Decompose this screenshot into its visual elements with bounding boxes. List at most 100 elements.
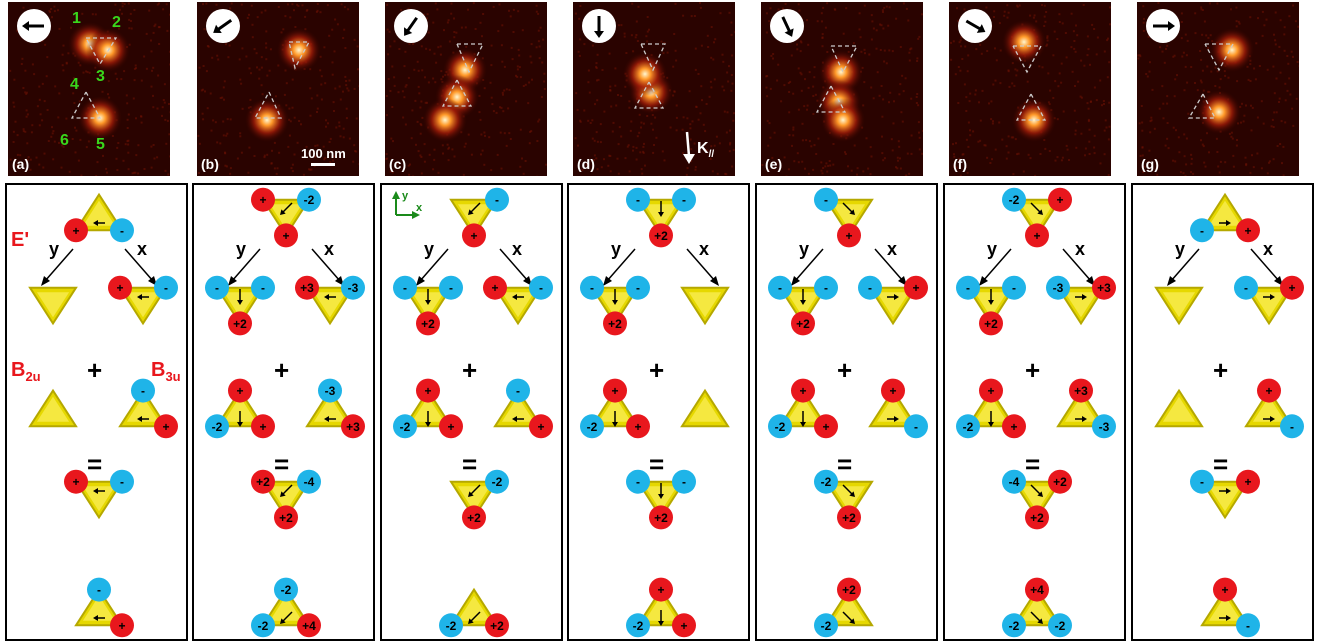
noise-speckle [85, 70, 88, 73]
noise-speckle [813, 66, 816, 69]
noise-speckle [347, 8, 350, 11]
noise-speckle [697, 118, 700, 121]
noise-speckle [628, 106, 631, 109]
noise-speckle [902, 90, 905, 93]
charge-label: - [164, 281, 168, 295]
charge-label: -2 [281, 583, 292, 597]
noise-speckle [821, 33, 824, 36]
charge-label: + [845, 229, 852, 243]
x2-row-triangle: +- [118, 378, 178, 439]
noise-speckle [22, 87, 25, 89]
noise-speckle [82, 71, 85, 74]
noise-speckle [73, 102, 76, 104]
noise-speckle [916, 57, 919, 60]
dipole-arrowhead [1226, 220, 1231, 226]
eq2-triangle: -2+4-2 [251, 577, 321, 638]
noise-speckle [61, 53, 64, 56]
noise-speckle [1286, 55, 1289, 57]
noise-speckle [158, 2, 160, 5]
noise-speckle [980, 52, 983, 55]
noise-speckle [856, 173, 858, 176]
charge-label: - [636, 475, 640, 489]
noise-speckle [1186, 81, 1189, 84]
noise-speckle [1151, 88, 1154, 91]
noise-speckle [1261, 10, 1264, 13]
noise-speckle [969, 92, 972, 95]
noise-speckle [44, 43, 47, 46]
noise-speckle [689, 138, 692, 141]
noise-speckle [490, 96, 493, 99]
noise-speckle [628, 170, 631, 173]
noise-speckle [1184, 175, 1187, 176]
noise-speckle [340, 3, 343, 6]
noise-speckle [455, 31, 458, 34]
noise-speckle [882, 98, 885, 101]
noise-speckle [899, 157, 901, 160]
noise-speckle [421, 69, 424, 72]
noise-speckle [113, 25, 116, 28]
noise-speckle [663, 42, 666, 44]
noise-speckle [882, 27, 885, 30]
noise-speckle [858, 28, 861, 31]
noise-speckle [13, 105, 16, 108]
noise-speckle [240, 151, 243, 154]
noise-speckle [710, 56, 713, 59]
charge-label: + [799, 384, 806, 398]
noise-speckle [61, 64, 64, 67]
noise-speckle [1283, 49, 1286, 52]
noise-speckle [1147, 35, 1150, 38]
noise-speckle [694, 168, 697, 171]
noise-speckle [1166, 137, 1169, 140]
noise-speckle [850, 169, 853, 172]
noise-speckle [518, 66, 521, 69]
noise-speckle [1013, 84, 1016, 87]
noise-speckle [108, 96, 111, 99]
noise-speckle [991, 158, 993, 161]
noise-speckle [150, 145, 153, 148]
noise-speckle [1236, 139, 1238, 141]
noise-speckle [986, 156, 989, 159]
noise-speckle [1088, 140, 1091, 143]
noise-speckle [641, 172, 644, 175]
negative-charge [439, 275, 463, 300]
noise-speckle [121, 2, 124, 5]
noise-speckle [814, 93, 817, 96]
dipole-arrowhead [1082, 294, 1087, 300]
noise-speckle [353, 144, 356, 147]
noise-speckle [879, 49, 882, 51]
noise-speckle [710, 26, 713, 28]
scale-bar [311, 163, 335, 166]
dipole-arrowhead [280, 209, 286, 215]
noise-speckle [960, 45, 962, 48]
noise-speckle [1286, 89, 1289, 92]
noise-speckle [648, 28, 650, 31]
noise-speckle [225, 43, 227, 46]
noise-speckle [952, 40, 955, 43]
charge-label: +3 [1074, 384, 1088, 398]
noise-speckle [1054, 159, 1057, 162]
charge-label: + [1221, 583, 1228, 597]
noise-speckle [953, 153, 955, 156]
noise-speckle [1142, 5, 1145, 8]
triangle-outline [456, 43, 485, 74]
noise-speckle [1296, 61, 1299, 63]
noise-speckle [222, 134, 225, 137]
noise-speckle [608, 52, 611, 55]
noise-speckle [512, 31, 515, 33]
dipole-arrow [842, 202, 854, 214]
noise-speckle [291, 3, 294, 6]
noise-speckle [472, 2, 475, 5]
noise-speckle [269, 48, 272, 51]
noise-speckle [1093, 146, 1096, 149]
noise-speckle [1080, 132, 1083, 135]
noise-speckle [495, 111, 498, 114]
noise-speckle [579, 38, 582, 41]
charge-label: +3 [300, 281, 314, 295]
noise-speckle [1245, 104, 1247, 107]
charge-label: + [987, 384, 994, 398]
y-branch-arrowhead [1167, 276, 1176, 286]
triangle-outline [815, 85, 847, 113]
noise-speckle [1184, 65, 1187, 68]
noise-speckle [400, 9, 403, 11]
noise-speckle [694, 68, 697, 71]
